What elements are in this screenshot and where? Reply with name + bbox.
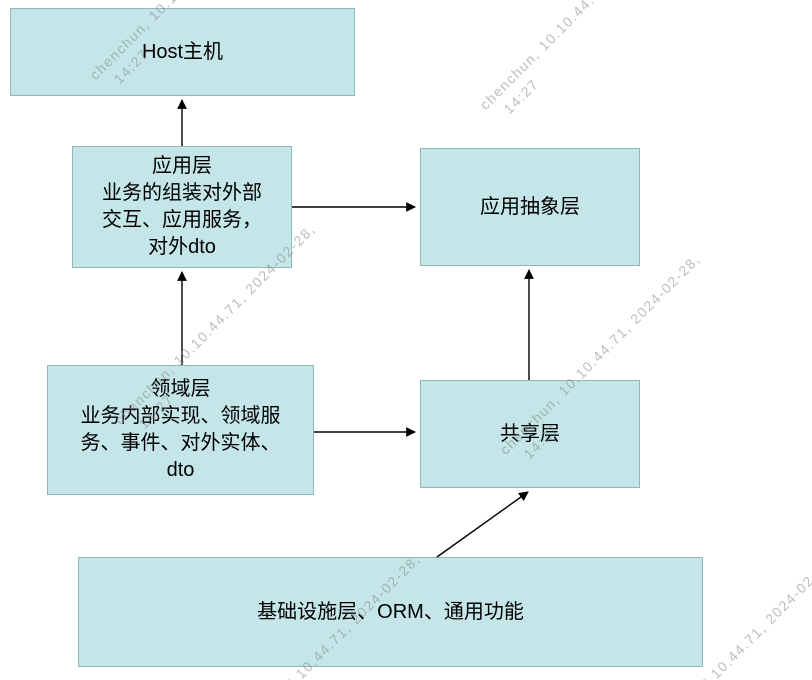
node-application-layer-label: 应用层 业务的组装对外部 交互、应用服务， 对外dto <box>102 155 262 258</box>
node-host: Host主机 <box>10 8 355 96</box>
node-application-layer: 应用层 业务的组装对外部 交互、应用服务， 对外dto <box>72 146 292 268</box>
node-application-abstraction-layer: 应用抽象层 <box>420 148 640 266</box>
watermark-time: 14:27 <box>500 75 543 118</box>
node-application-abstraction-layer-label: 应用抽象层 <box>480 195 580 218</box>
node-infrastructure-layer-label: 基础设施层、ORM、通用功能 <box>257 600 524 623</box>
arrow-infra-to-shared <box>436 491 529 558</box>
node-domain-layer: 领域层 业务内部实现、领域服 务、事件、对外实体、 dto <box>47 365 314 495</box>
node-domain-layer-label: 领域层 业务内部实现、领域服 务、事件、对外实体、 dto <box>80 378 281 481</box>
watermark-text: chenchun, 10.10.44.71, 2024-02-28, <box>476 0 684 113</box>
node-host-label: Host主机 <box>141 40 224 63</box>
watermark-stamp: chenchun, 10.10.44.71, 2024-02-28, 14:27 <box>475 0 699 129</box>
node-shared-layer-label: 共享层 <box>500 422 560 445</box>
node-shared-layer: 共享层 <box>420 380 640 488</box>
node-infrastructure-layer: 基础设施层、ORM、通用功能 <box>78 557 703 667</box>
